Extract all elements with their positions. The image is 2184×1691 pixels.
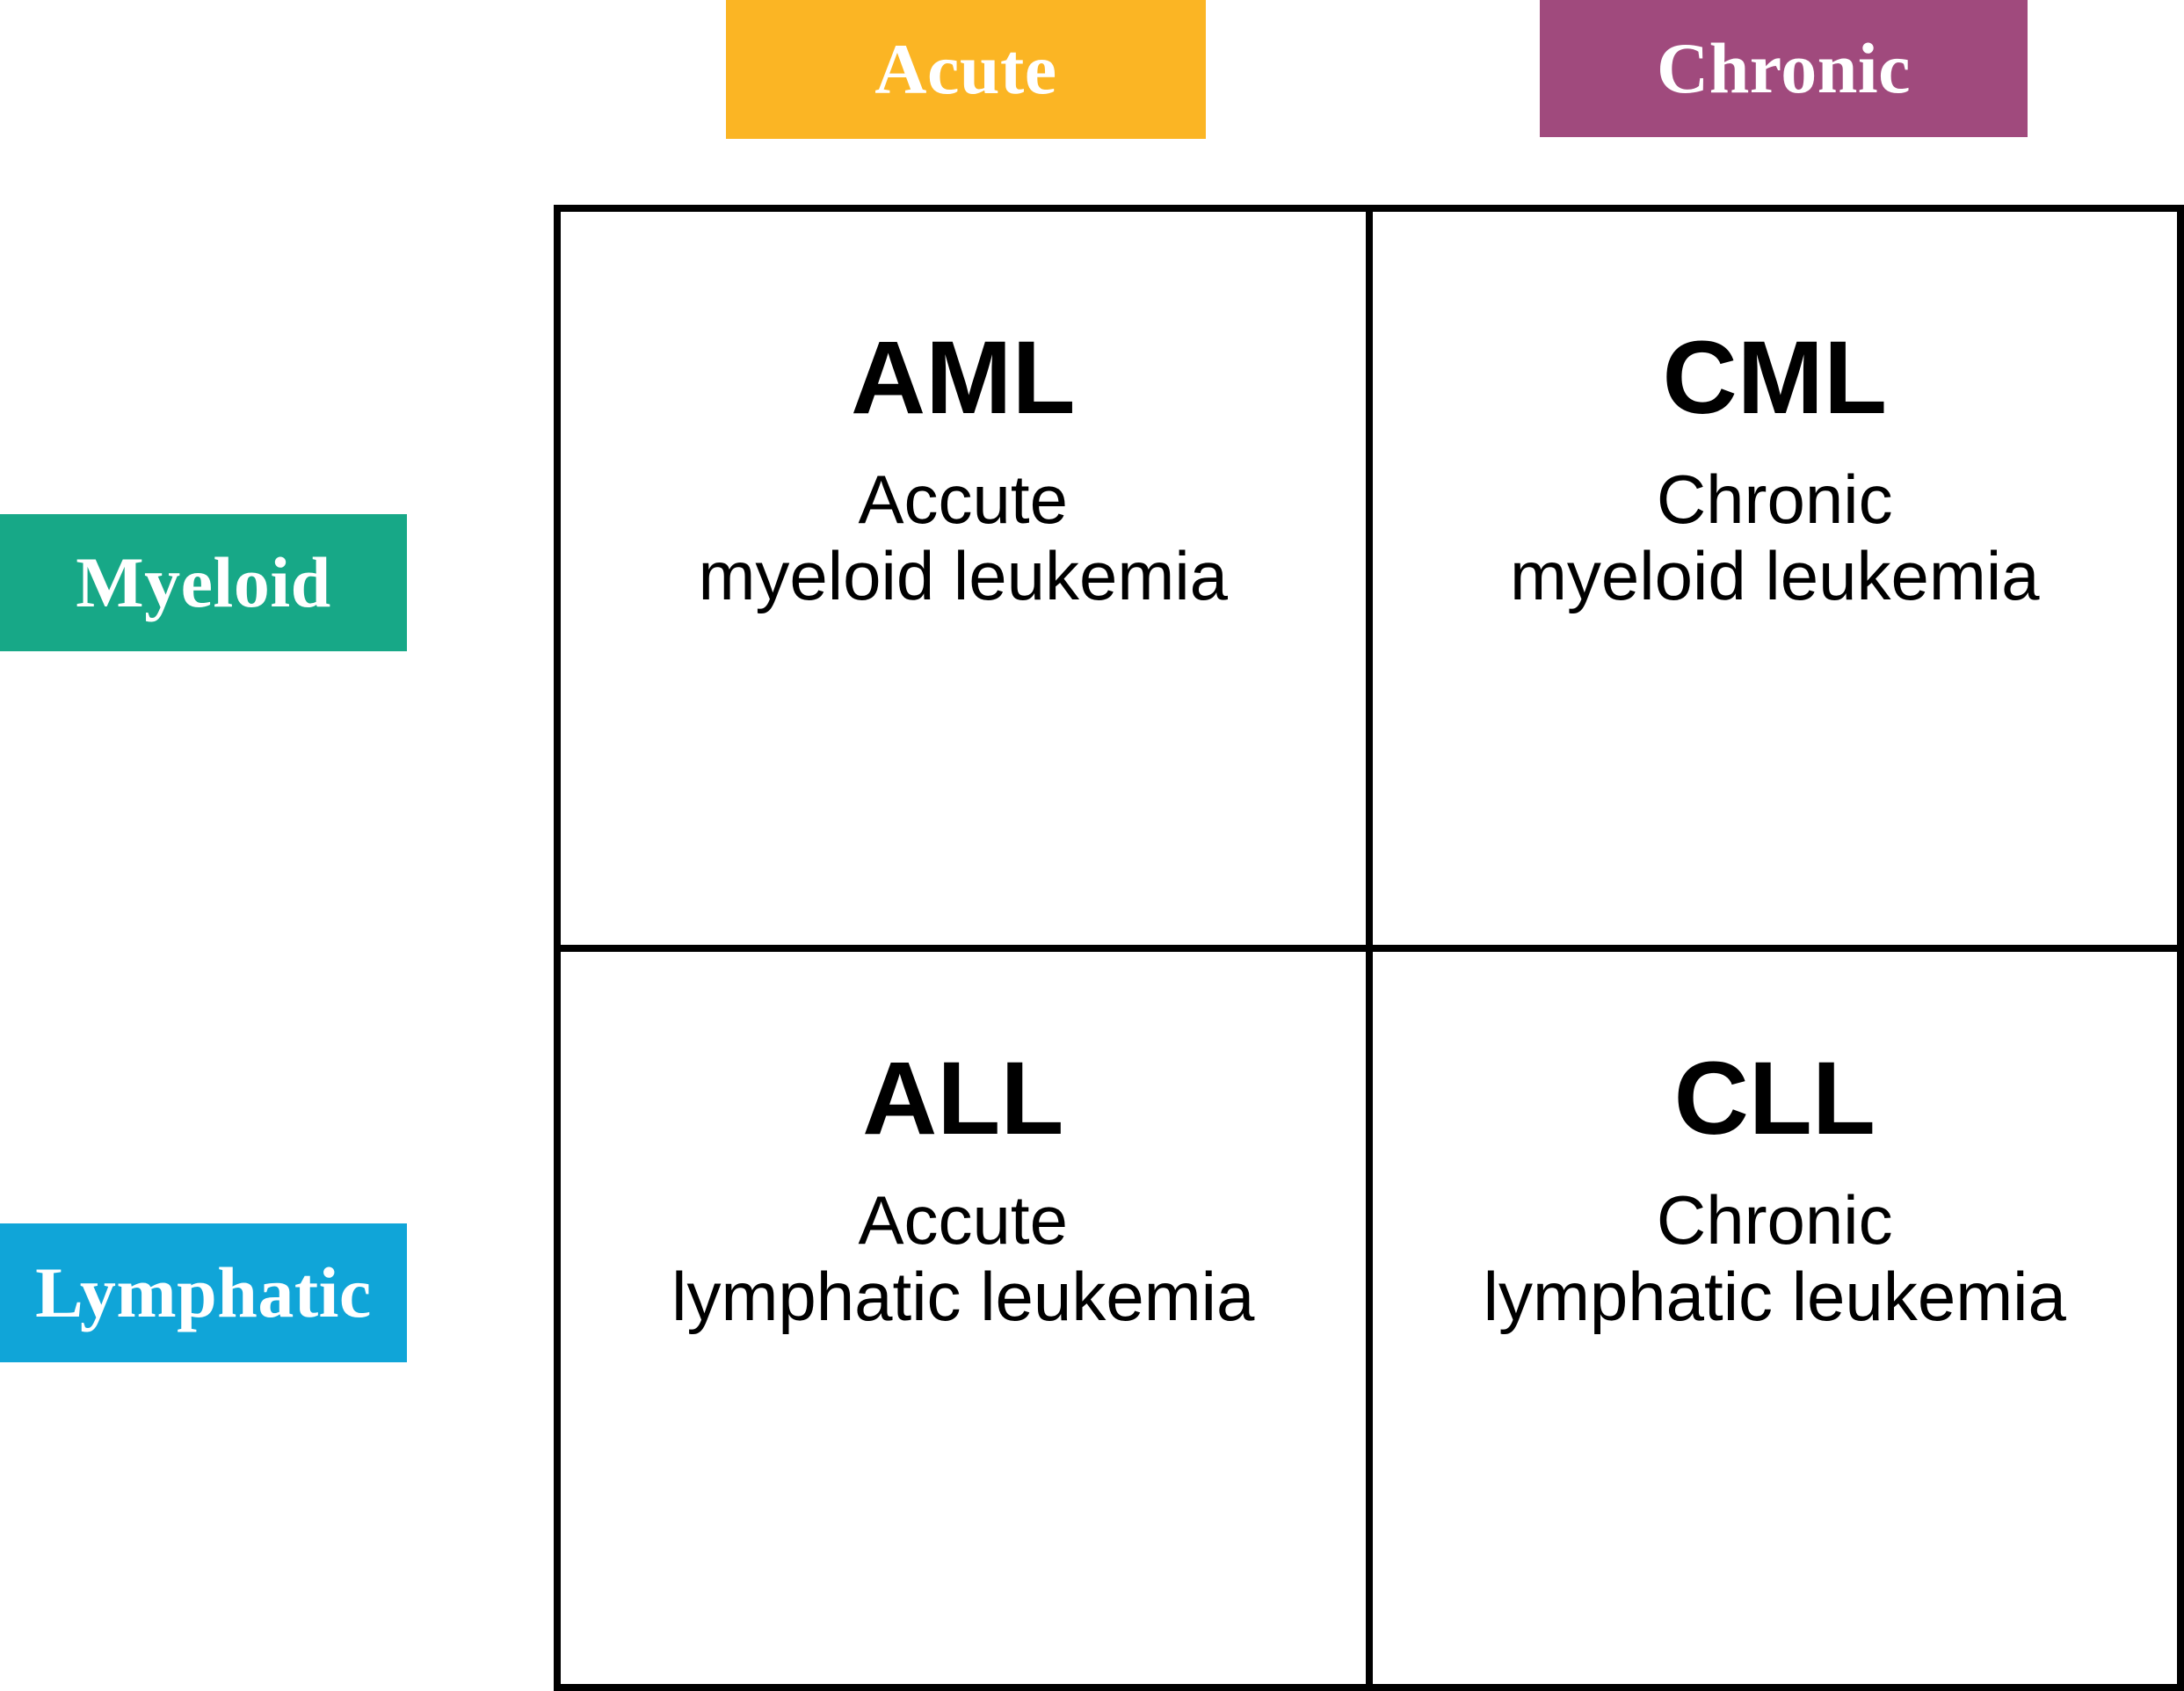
row-header-myeloid: Myeloid [0, 514, 407, 651]
matrix-cell-all-abbreviation: ALL [862, 1040, 1064, 1157]
row-header-myeloid-label: Myeloid [76, 542, 331, 622]
matrix-grid: AML Accute myeloid leukemia CML Chronic … [554, 205, 2184, 1691]
column-header-acute-label: Acute [874, 29, 1057, 109]
matrix-cell-cll-abbreviation: CLL [1673, 1040, 1876, 1157]
matrix-cell-aml: AML Accute myeloid leukemia [561, 212, 1369, 948]
matrix-cell-aml-abbreviation: AML [850, 320, 1076, 436]
row-header-lymphatic-label: Lymphatic [35, 1252, 372, 1332]
matrix-cell-cml: CML Chronic myeloid leukemia [1368, 212, 2177, 948]
matrix-cell-aml-description: Accute myeloid leukemia [698, 461, 1229, 615]
matrix-cell-cll: CLL Chronic lymphatic leukemia [1368, 947, 2177, 1684]
column-header-acute: Acute [726, 0, 1206, 139]
matrix-cell-cml-description: Chronic myeloid leukemia [1509, 461, 2040, 615]
column-header-chronic: Chronic [1540, 0, 2028, 137]
matrix-cell-cll-description: Chronic lymphatic leukemia [1483, 1180, 2066, 1335]
matrix-cell-all-description: Accute lymphatic leukemia [671, 1180, 1255, 1335]
row-header-lymphatic: Lymphatic [0, 1223, 407, 1362]
column-header-chronic-label: Chronic [1656, 28, 1912, 108]
matrix-cell-all: ALL Accute lymphatic leukemia [561, 947, 1369, 1684]
matrix-cell-cml-abbreviation: CML [1662, 320, 1888, 436]
